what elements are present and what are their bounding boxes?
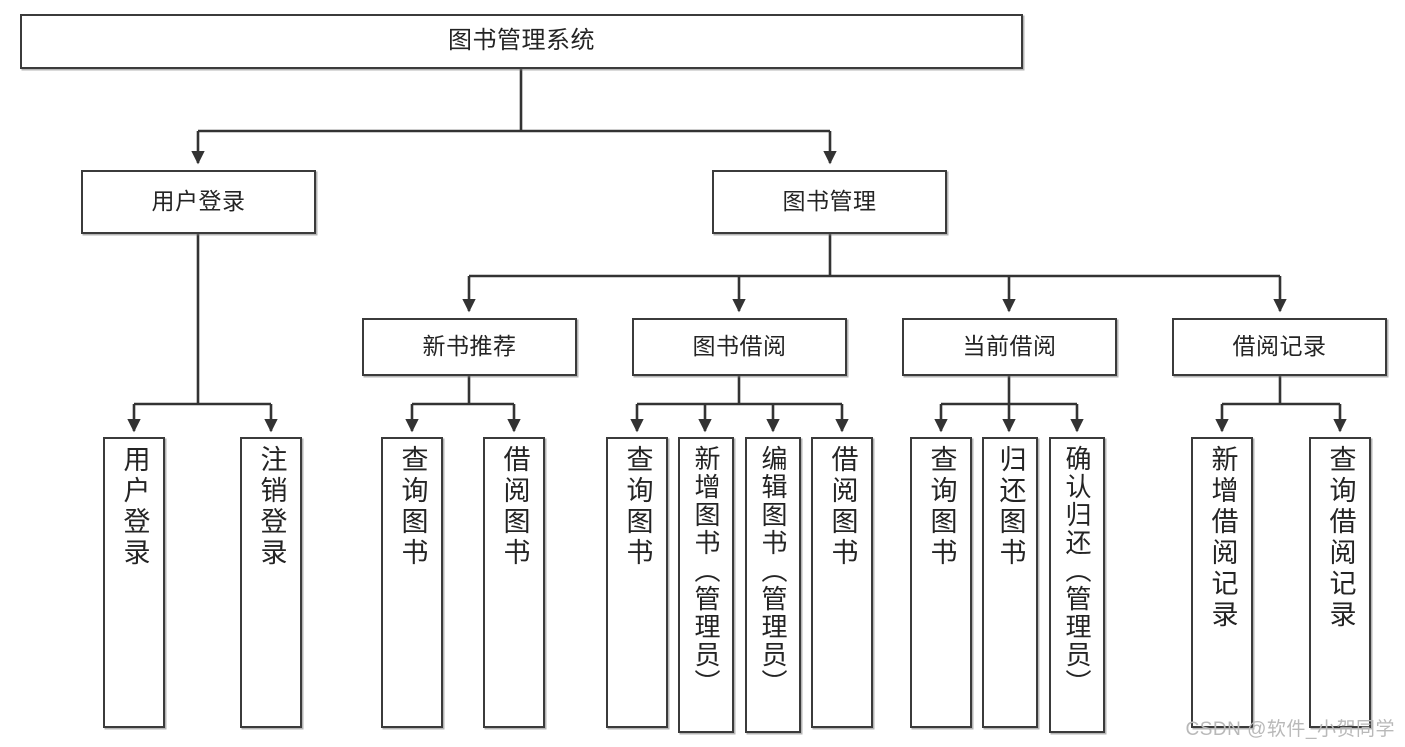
leaf-add-borrow-record[interactable]: 新增借阅记录 — [1191, 437, 1253, 728]
node-label: 确认归还（管理员） — [1062, 445, 1092, 697]
leaf-query-borrow-record[interactable]: 查询借阅记录 — [1309, 437, 1371, 728]
node-user-login[interactable]: 用户登录 — [81, 170, 316, 234]
node-current-borrow[interactable]: 当前借阅 — [902, 318, 1117, 376]
node-label: 新增图书（管理员） — [691, 445, 721, 697]
node-borrow-record[interactable]: 借阅记录 — [1172, 318, 1387, 376]
node-label: 借阅图书 — [827, 445, 858, 569]
leaf-query-book-borrow[interactable]: 查询图书 — [606, 437, 668, 728]
node-label: 查询图书 — [397, 445, 428, 569]
leaf-logout[interactable]: 注销登录 — [240, 437, 302, 728]
node-book-management[interactable]: 图书管理 — [712, 170, 947, 234]
leaf-borrow-book-borrow[interactable]: 借阅图书 — [811, 437, 873, 728]
node-label: 借阅记录 — [1232, 333, 1327, 360]
leaf-query-book-recommend[interactable]: 查询图书 — [381, 437, 443, 728]
node-label: 查询借阅记录 — [1325, 445, 1356, 631]
node-label: 查询图书 — [926, 445, 957, 569]
leaf-confirm-return-admin[interactable]: 确认归还（管理员） — [1049, 437, 1105, 733]
node-label: 新书推荐 — [422, 333, 517, 360]
node-label: 用户登录 — [119, 445, 150, 569]
node-label: 图书管理系统 — [448, 27, 595, 55]
leaf-query-book-current[interactable]: 查询图书 — [910, 437, 972, 728]
node-label: 编辑图书（管理员） — [758, 445, 788, 697]
node-label: 新增借阅记录 — [1207, 445, 1238, 631]
node-label: 归还图书 — [995, 445, 1026, 569]
node-label: 当前借阅 — [962, 333, 1057, 360]
node-label: 注销登录 — [256, 445, 287, 569]
leaf-edit-book-admin[interactable]: 编辑图书（管理员） — [745, 437, 801, 733]
leaf-return-book[interactable]: 归还图书 — [982, 437, 1038, 728]
node-label: 用户登录 — [151, 188, 246, 215]
node-label: 图书管理 — [782, 188, 877, 215]
leaf-add-book-admin[interactable]: 新增图书（管理员） — [678, 437, 734, 733]
node-label: 图书借阅 — [692, 333, 787, 360]
node-root-system[interactable]: 图书管理系统 — [20, 14, 1023, 69]
csdn-watermark: CSDN @软件_小贺同学 — [1185, 719, 1395, 740]
leaf-user-login[interactable]: 用户登录 — [103, 437, 165, 728]
leaf-borrow-book-recommend[interactable]: 借阅图书 — [483, 437, 545, 728]
node-new-book-recommend[interactable]: 新书推荐 — [362, 318, 577, 376]
node-label: 借阅图书 — [499, 445, 530, 569]
node-label: 查询图书 — [622, 445, 653, 569]
node-book-borrow[interactable]: 图书借阅 — [632, 318, 847, 376]
